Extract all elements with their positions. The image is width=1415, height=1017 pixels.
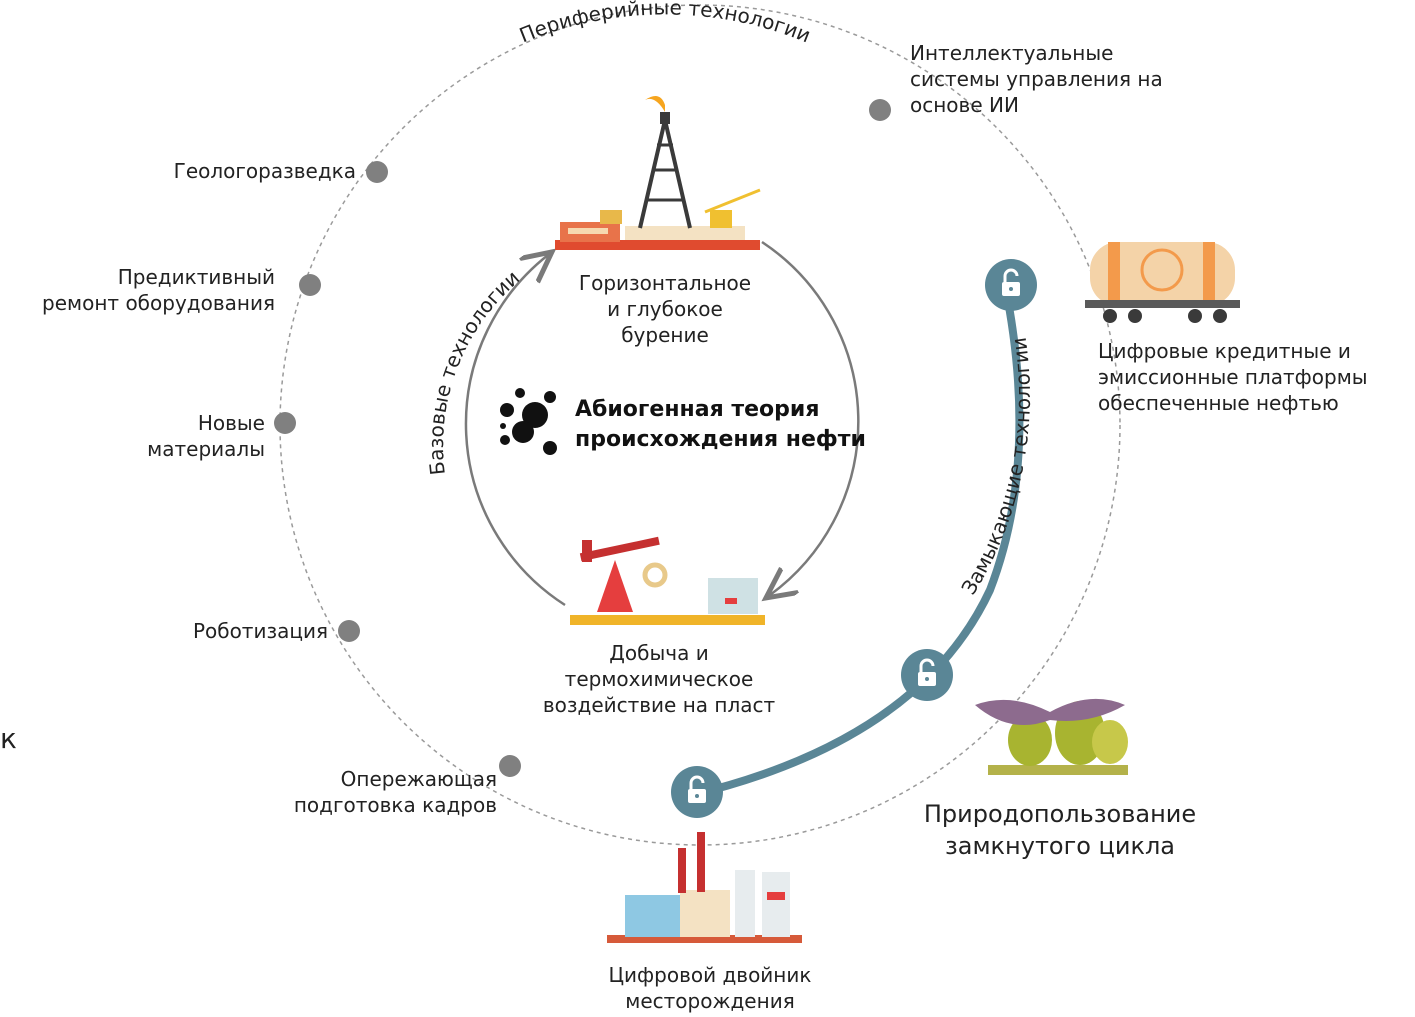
peripheral-item-geo: Геологоразведка xyxy=(173,159,356,183)
dot-geo xyxy=(366,161,388,183)
inner-arrow-right xyxy=(761,240,860,595)
peripheral-item-robotics: Роботизация xyxy=(192,619,328,643)
dot-ai xyxy=(869,99,891,121)
peripheral-item-staff: Опережающая подготовка кадров xyxy=(293,767,497,817)
base-arc-label: Базовые технологии xyxy=(424,265,524,476)
center-title: Абиогенная теория происхождения нефти xyxy=(575,397,866,452)
lock-icon xyxy=(901,649,953,701)
peripheral-item-materials: Новые материалы xyxy=(147,411,265,461)
inner-top-label: Горизонтальное и глубокое бурение xyxy=(578,271,752,347)
refinery-icon xyxy=(607,832,802,943)
closing-arc-label: Замыкающие технологии xyxy=(956,336,1035,599)
bubbles-icon xyxy=(500,388,557,455)
tank-car-icon xyxy=(1085,242,1240,323)
inner-bottom-label: Добыча и термохимическое воздействие на … xyxy=(542,641,776,717)
dot-repair xyxy=(299,274,321,296)
lock-icon xyxy=(985,259,1037,311)
closing-item-platforms: Цифровые кредитные и эмиссионные платфор… xyxy=(1098,339,1368,415)
edge-glyph: к xyxy=(0,722,17,755)
oil-rig-icon xyxy=(555,96,761,250)
dot-staff xyxy=(499,755,521,777)
forest-icon xyxy=(975,698,1128,775)
peripheral-item-ai: Интеллектуальные системы управления на о… xyxy=(910,41,1163,117)
pumpjack-icon xyxy=(570,536,765,625)
closing-item-twin: Цифровой двойник месторождения xyxy=(608,963,812,1013)
dot-materials xyxy=(274,412,296,434)
inner-arrow-left xyxy=(464,255,566,607)
closing-item-nature: Природопользование замкнутого цикла xyxy=(923,800,1197,860)
peripheral-arc-label: Периферийные технологии xyxy=(516,0,814,47)
dot-robotics xyxy=(338,620,360,642)
lock-icon xyxy=(671,766,723,818)
closing-arc xyxy=(688,281,1024,799)
peripheral-item-repair: Предиктивный ремонт оборудования xyxy=(42,265,275,315)
